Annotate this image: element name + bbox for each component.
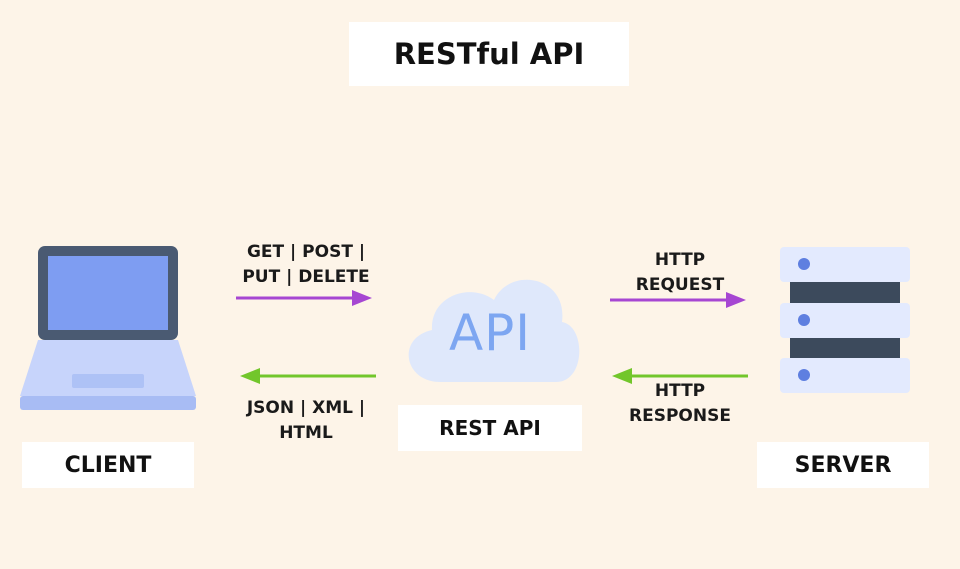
- edge-label-line: JSON | XML |: [246, 398, 366, 418]
- http-response-label: HTTP RESPONSE: [600, 379, 760, 429]
- edge-label-line: HTTP: [654, 250, 706, 270]
- edge-label-line: HTTP: [654, 381, 706, 401]
- arrow-api-to-server: [610, 292, 746, 308]
- server-label: SERVER: [757, 442, 929, 488]
- edge-label-line: GET | POST |: [246, 242, 366, 262]
- cloud-icon: [408, 279, 580, 382]
- request-methods-label: GET | POST | PUT | DELETE: [216, 240, 396, 290]
- server-icon: [780, 247, 910, 393]
- arrow-api-to-client: [240, 368, 376, 384]
- diagram-title: RESTful API: [349, 22, 629, 86]
- edge-label-line: PUT | DELETE: [242, 267, 370, 287]
- laptop-icon: [20, 246, 196, 410]
- client-label: CLIENT: [22, 442, 194, 488]
- response-formats-label: JSON | XML | HTML: [216, 396, 396, 446]
- arrow-client-to-api: [236, 290, 372, 306]
- arrow-server-to-api: [612, 368, 748, 384]
- edge-label-line: HTML: [279, 423, 333, 443]
- api-icon-text: API: [448, 304, 532, 362]
- http-request-label: HTTP REQUEST: [600, 248, 760, 298]
- edge-label-line: RESPONSE: [629, 406, 731, 426]
- rest-api-label: REST API: [398, 405, 582, 451]
- edge-label-line: REQUEST: [635, 275, 725, 295]
